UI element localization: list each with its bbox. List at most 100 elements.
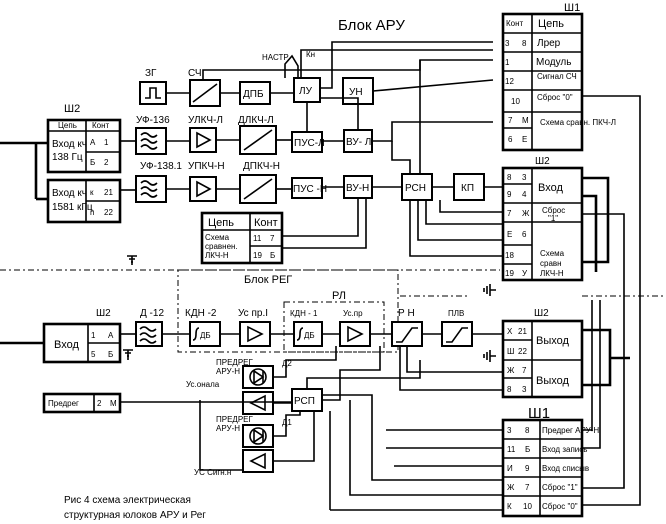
reg-output-pin: Х: [507, 327, 513, 336]
dpkch-detector: ДПКЧ-Н: [239, 161, 280, 204]
connector-sh2-top: Ш2: [64, 103, 80, 115]
rn-label: Р Н: [398, 308, 415, 319]
sh2-right-pin: 9: [507, 190, 512, 199]
amp-usnala: [242, 391, 274, 415]
reg-input-pin: 5: [91, 350, 96, 359]
d1-label: Д1: [282, 418, 292, 427]
sh2-right-schema: ЛКЧ-Н: [540, 269, 564, 278]
kdn1-db-label: ДБ: [304, 331, 315, 340]
amp-ussign: [242, 449, 274, 473]
diode-d1: [242, 424, 274, 448]
sh1-pin: 1: [505, 58, 510, 67]
sh1-label: Модуль: [536, 57, 571, 68]
sh2-pin: п: [90, 208, 94, 217]
reg-input-pin: Б: [108, 350, 113, 359]
sh2-right-pin: 19: [505, 269, 514, 278]
reg-input-vhod: Вход: [54, 339, 79, 351]
sh2-right-pin: 8: [507, 173, 512, 182]
reg-input-pin: А: [108, 331, 114, 340]
sh1-label: Сигнал СЧ: [537, 72, 577, 81]
predreg1-label: ПРЕДРЕГ: [216, 358, 254, 367]
rn-block: Р Н: [391, 308, 423, 347]
sh2-input1-freq: 138 Гц: [52, 152, 83, 163]
sh1-bottom-pin: 11: [507, 445, 516, 454]
sh2-header-cep: Цепь: [58, 121, 77, 130]
vu-n-label: ВУ-Н: [346, 183, 369, 194]
plv-label: ПЛВ: [448, 309, 464, 318]
lkch-header-cep: Цепь: [208, 217, 234, 229]
kdn2-label: КДН -2: [185, 308, 217, 319]
pus-n-block: ПУС -Н: [291, 177, 327, 199]
ulkch-amplifier: УЛКЧ-Л: [188, 115, 223, 153]
sh1-top-table: Конт Цепь 3 8 Лрер 1 Модуль 12 Сигнал СЧ…: [501, 12, 616, 152]
sh2-input2-label: Вход кч: [52, 188, 87, 199]
reg-output-pin: Ж: [507, 366, 515, 375]
sh2-input-table: Цепь Конт Вход кч 138 Гц А 1 Б 2 Вход кч…: [46, 118, 122, 224]
reg-input-pin: 1: [91, 331, 96, 340]
sh1-bottom-label: Вход запись: [542, 445, 587, 454]
pus-l-label: ПУС-Л: [294, 138, 325, 149]
connector-sh2-right2: Ш2: [534, 308, 549, 319]
upkch-amplifier: УПКЧ-Н: [188, 161, 225, 202]
uspr1-amplifier: Ус пр.I: [238, 308, 271, 347]
sh1-label: Схема сравн. ПКЧ-Л: [540, 118, 616, 127]
d12-filter: Д -12: [135, 308, 164, 347]
arun1-label: АРУ-Н: [216, 367, 240, 376]
sh2-header-kont: Конт: [92, 121, 110, 130]
usnala-label: Ус.онала: [186, 380, 220, 389]
dlkch-label: ДЛКЧ-Л: [238, 115, 274, 126]
sh2-right-pin: Е: [507, 230, 512, 239]
sh1-pin: 3: [505, 39, 510, 48]
sh2-pin: 21: [104, 188, 113, 197]
reg-output-pin: 3: [522, 385, 527, 394]
sh1-bottom-code: 7: [525, 483, 530, 492]
sh1-bottom-code: 10: [523, 502, 532, 511]
sh2-right-pin: 6: [522, 230, 527, 239]
sh2-right-sbros-val: "1": [548, 214, 558, 223]
rsn-block: РСН: [401, 173, 433, 201]
lkch-table: Цепь Конт Схема сравнен. ЛКЧ-Н 11 7 19 Б: [200, 211, 284, 265]
sh2-right-schema: сравн: [540, 259, 562, 268]
sh2-right-pin: У: [522, 269, 528, 278]
kp-label: КП: [461, 183, 474, 194]
diode-d2: [242, 365, 274, 389]
dpb-label: ДПБ: [243, 89, 264, 100]
lkch-row-label: Схема: [205, 233, 230, 242]
uf136-filter: УФ-136 УФ-138.1: [135, 115, 182, 172]
sh1-bottom-pin: 3: [507, 426, 512, 435]
sh2-pin: к: [90, 188, 94, 197]
lkch-header-kont: Конт: [254, 217, 278, 229]
sh2-right-pin: Ж: [522, 209, 530, 218]
connector-sh2-reg: Ш2: [96, 308, 111, 319]
sh1-bottom-pin: К: [507, 502, 512, 511]
sh1-bottom-pin: Ж: [507, 483, 515, 492]
title-block-reg: Блок РЕГ: [244, 274, 292, 286]
vu-n-block: ВУ-Н: [343, 175, 373, 199]
connector-sh2-right: Ш2: [535, 156, 550, 167]
sh1-code: Е: [522, 135, 527, 144]
sh1-bottom-code: Б: [525, 445, 530, 454]
sh1-header-cep: Цепь: [538, 18, 564, 30]
sh1-bottom-label: Вход списыв: [542, 464, 589, 473]
lkch-pin: 11: [253, 234, 262, 243]
sh2-pin: А: [90, 138, 96, 147]
dpb-block: ДПБ: [239, 81, 271, 105]
sh2-input2-freq: 1581 кГц: [52, 202, 93, 213]
dlkch-detector: ДЛКЧ-Л: [238, 115, 277, 155]
sh1-bottom-label: Сброс "0": [542, 502, 578, 511]
d2-label: Д2: [282, 359, 292, 368]
sh1-pin: 10: [511, 97, 520, 106]
predreg2-label: ПРЕДРЕГ: [216, 415, 254, 424]
reg-output-vyhod: Выход: [536, 335, 569, 347]
sh1-pin: 7: [508, 116, 513, 125]
reg-output-table: Выход Выход Х 21 Ш 22 Ж 7 8 3: [501, 319, 584, 399]
lu-label: ЛУ: [299, 86, 313, 97]
lkch-pin: 7: [270, 234, 275, 243]
pus-l-block: ПУС-Л: [291, 131, 325, 153]
reg-output-pin: Ш: [507, 347, 514, 356]
connector-sh1-top: Ш1: [564, 2, 580, 14]
dpkch-label: ДПКЧ-Н: [243, 161, 280, 172]
rsp-label: РСП: [294, 396, 315, 407]
zg-label: ЗГ: [145, 68, 157, 79]
